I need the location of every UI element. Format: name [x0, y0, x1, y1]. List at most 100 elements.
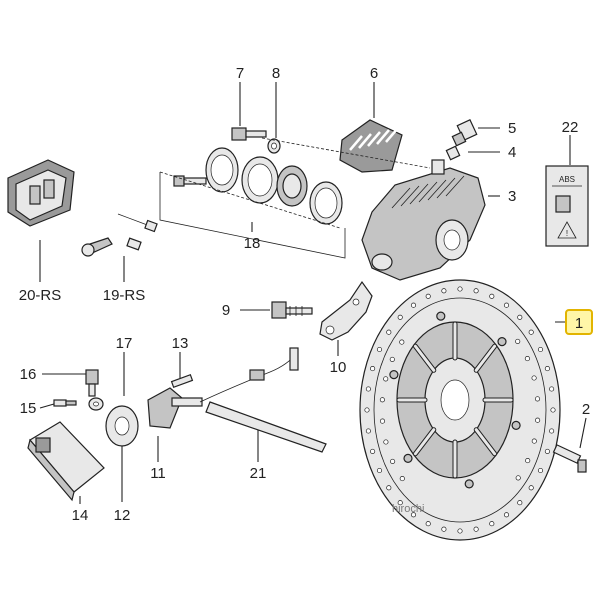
disc-hole [410, 512, 417, 518]
mount-block [27, 421, 105, 502]
callout-8: 8 [272, 65, 280, 82]
callout-14: 14 [72, 507, 89, 524]
pad-spring [339, 119, 403, 173]
disc-hole [534, 396, 541, 402]
sensor-gasket [105, 405, 139, 447]
screw-15 [53, 399, 77, 407]
disc-spokes [396, 321, 514, 479]
disc-hole [473, 526, 479, 532]
disc-hole [425, 293, 431, 299]
bolt-9 [271, 301, 313, 319]
disc-bolts [389, 311, 521, 489]
callout-9: 9 [222, 302, 230, 319]
disc-hole [441, 288, 447, 294]
pad-pin-set [81, 213, 158, 257]
callout-2: 2 [582, 401, 590, 418]
disc-hole [489, 293, 495, 299]
piston [276, 165, 308, 207]
disc-hole [535, 417, 541, 423]
disc-hole [457, 286, 463, 292]
callout-6: 6 [370, 65, 378, 82]
disc-hole [525, 458, 531, 464]
callout-10: 10 [330, 359, 347, 376]
disc-hole [399, 476, 405, 482]
disc-hole [515, 338, 521, 344]
disc-hub-hole [440, 379, 470, 421]
disc-hole [549, 428, 555, 434]
disc-hole [397, 314, 403, 320]
washer-17 [88, 397, 104, 411]
seal-ring-a [205, 147, 239, 193]
callout-18: 18 [244, 235, 261, 252]
disc-hole [364, 407, 370, 413]
caliper-bracket [319, 280, 373, 341]
disc-hole [517, 500, 523, 506]
svg-text:!: ! [566, 229, 568, 238]
disc-hole [528, 485, 534, 491]
spring-slot [358, 133, 372, 149]
watermark: hirochi [392, 503, 424, 515]
brake-caliper [361, 159, 486, 281]
spring-slot [376, 129, 390, 145]
callout-11: 11 [150, 465, 166, 482]
disc-hole [370, 448, 376, 454]
bolt-18 [173, 175, 207, 187]
disc-bolt [403, 453, 413, 463]
disc-hole [386, 329, 392, 335]
disc-hole [517, 314, 523, 320]
disc-hole [531, 375, 537, 381]
caliper-fin [400, 185, 420, 207]
disc-hole [383, 439, 389, 445]
disc-hole [544, 366, 550, 372]
disc-hole [531, 438, 537, 444]
disc-spoke-fill [474, 344, 497, 372]
sensor-bolt-13 [170, 373, 194, 389]
sensor-cable [199, 347, 299, 403]
disc-spoke-fill [474, 428, 497, 456]
callout-20-rs: 20-RS [19, 287, 62, 304]
disc-hole [390, 458, 396, 464]
disc-hole [537, 467, 544, 474]
caliper-bleed-boss [431, 159, 445, 175]
disc-hole [397, 500, 403, 506]
disc-hole [389, 356, 395, 362]
disc-hole [515, 475, 521, 481]
callout-17: 17 [116, 335, 133, 352]
callout-1-highlight [565, 309, 593, 335]
caliper-bolt [231, 127, 267, 141]
disc-hole [473, 288, 479, 294]
disc-bolt [511, 420, 521, 430]
callout-5: 5 [508, 120, 516, 137]
disc-hole [379, 418, 386, 424]
disc-hole [410, 302, 417, 308]
disc-spoke-fill [413, 428, 436, 456]
disc-hole [379, 397, 385, 403]
callout-12: 12 [114, 507, 131, 524]
disc-hole [370, 366, 376, 372]
seal-ring-b [241, 156, 279, 204]
disc-hole [544, 448, 550, 454]
callout-3: 3 [508, 188, 516, 205]
disc-hole [503, 512, 510, 518]
disc-holes [364, 286, 556, 534]
disc-hole [489, 521, 495, 527]
callout-21: 21 [250, 465, 267, 482]
callout-22: 22 [562, 119, 579, 136]
screw-16 [85, 369, 99, 397]
disc-hole [549, 386, 555, 392]
callout-16: 16 [20, 366, 37, 383]
callouts: 7 8 6 5 4 3 22 18 20-RS 19-RS 9 10 1 2 1… [19, 65, 593, 524]
callout-4: 4 [508, 144, 516, 161]
disc-hole [503, 302, 510, 308]
abs-label-text: ABS [559, 175, 575, 184]
callout-15: 15 [20, 400, 37, 417]
disc-hole [386, 485, 392, 491]
bleed-cap [445, 145, 461, 161]
callout-19-rs: 19-RS [103, 287, 146, 304]
spring-slot [367, 131, 381, 147]
disc-bolt [389, 370, 399, 380]
caliper-fin [391, 187, 411, 209]
disc-spoke-fill [413, 344, 436, 372]
caliper-fin [436, 177, 456, 199]
